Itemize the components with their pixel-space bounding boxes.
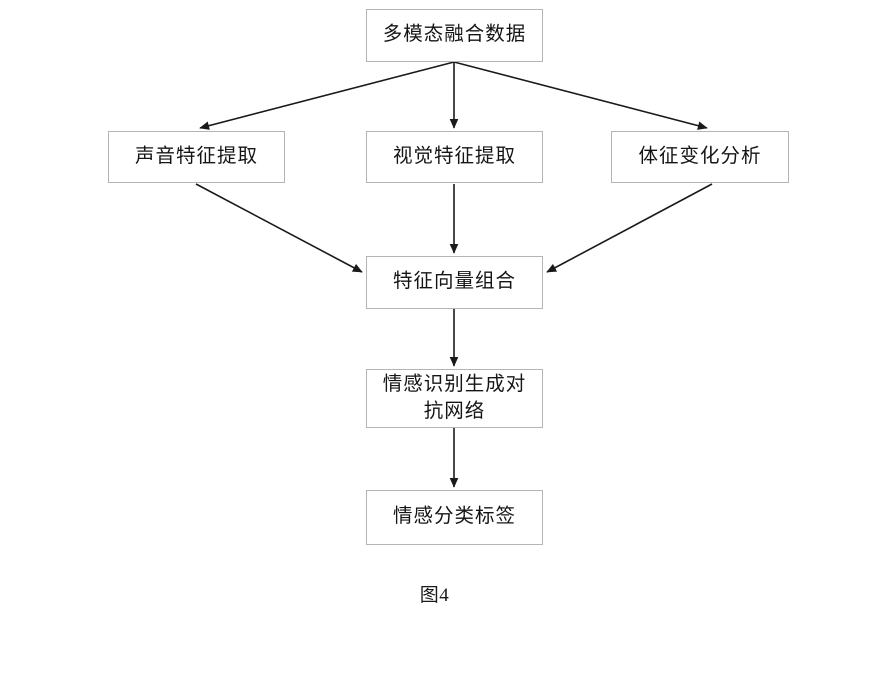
node-feature-vector-combination[interactable]: 特征向量组合 [366, 256, 543, 309]
edge-vital-to-featvec [546, 183, 713, 273]
figure-caption: 图4 [419, 585, 450, 606]
node-label: 情感分类标签 [392, 506, 516, 528]
edge-fusion-to-vital [453, 61, 708, 130]
node-multimodal-fusion-data[interactable]: 多模态融合数据 [366, 9, 543, 62]
node-emotion-classification-label[interactable]: 情感分类标签 [366, 490, 543, 545]
node-label: 情感识别生成对 抗网络 [382, 373, 527, 422]
node-label: 体征变化分析 [638, 145, 762, 167]
node-label: 声音特征提取 [134, 145, 258, 167]
node-emotion-recognition-gan[interactable]: 情感识别生成对 抗网络 [366, 369, 543, 428]
node-visual-feature-extraction[interactable]: 视觉特征提取 [366, 131, 543, 183]
node-vital-sign-change-analysis[interactable]: 体征变化分析 [611, 131, 789, 183]
node-label: 多模态融合数据 [382, 24, 527, 46]
node-label: 视觉特征提取 [392, 145, 516, 167]
edge-audio-to-featvec [195, 183, 363, 273]
edge-fusion-to-audio [199, 61, 455, 130]
node-label: 特征向量组合 [392, 271, 516, 293]
node-audio-feature-extraction[interactable]: 声音特征提取 [108, 131, 285, 183]
